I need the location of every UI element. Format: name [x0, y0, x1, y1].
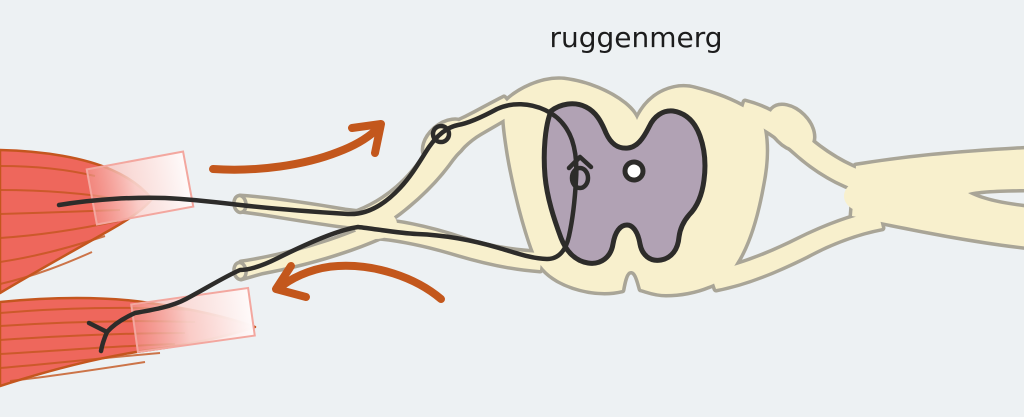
motor-neuron-soma: [569, 165, 591, 191]
afferent-arrow-head: [348, 120, 385, 157]
afferent-arrow-shaft: [209, 127, 379, 174]
afferent-arrow: [209, 120, 385, 174]
motor-endplate-branch-down: [98, 329, 110, 354]
efferent-arrow-shaft: [279, 261, 445, 303]
ganglion-cell-loop: [430, 123, 452, 145]
efferent-arrow-head: [272, 262, 310, 301]
reflex-arc-fiber: [56, 102, 579, 335]
motor-endplate-branch-up: [86, 320, 110, 335]
tendon-box-upper: [85, 150, 195, 226]
synapse-chevron: [566, 154, 594, 171]
efferent-arrow: [272, 261, 445, 303]
central-canal: [622, 159, 646, 183]
page-title: ruggenmerg: [549, 21, 722, 54]
nerve-junction-right: [844, 179, 892, 213]
gray-matter-butterfly: [541, 101, 708, 266]
